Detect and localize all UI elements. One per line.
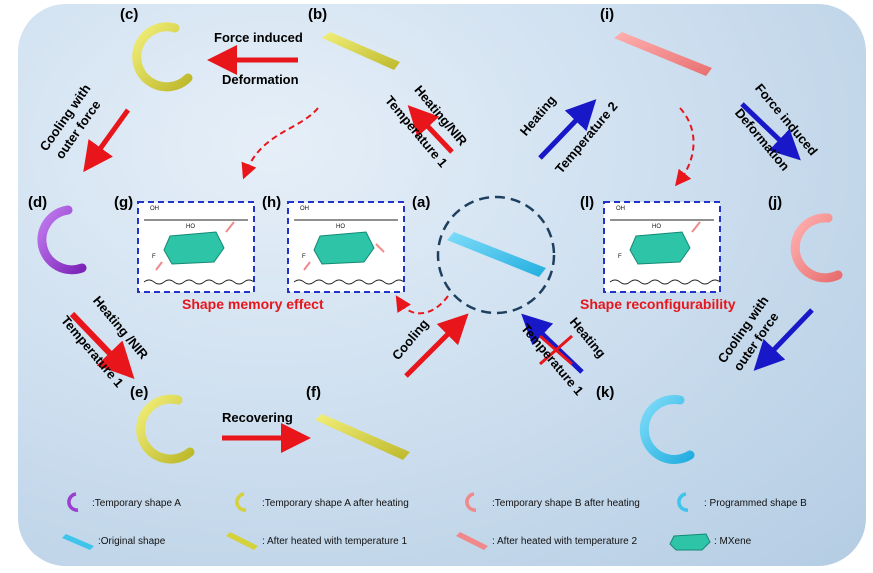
arrow-f-to-a bbox=[404, 313, 469, 378]
legend-original: :Original shape bbox=[98, 536, 166, 547]
legend-icon-mxene bbox=[669, 533, 711, 551]
dashed-arrow-b-to-g bbox=[241, 107, 319, 180]
legend-mxene: : MXene bbox=[714, 536, 752, 547]
legend-icon-prog-b bbox=[677, 492, 689, 512]
strip-pink-top bbox=[614, 32, 712, 76]
chem-f-g: F bbox=[152, 254, 156, 260]
arrow-d-to-e bbox=[69, 311, 135, 379]
dashed-arrow-a-to-h bbox=[395, 295, 449, 315]
label-b: (b) bbox=[308, 6, 328, 23]
text-force-induced: Force induced bbox=[214, 30, 303, 45]
chem-f-h: F bbox=[302, 254, 306, 260]
cross-mark-2 bbox=[539, 334, 573, 366]
arrow-i-to-j bbox=[740, 102, 801, 161]
label-e: (e) bbox=[130, 384, 149, 401]
legend-temp-a-heat: :Temporary shape A after heating bbox=[262, 498, 409, 509]
label-j: (j) bbox=[768, 194, 783, 211]
legend-icon-temp-a bbox=[67, 492, 79, 512]
label-l: (l) bbox=[580, 194, 595, 211]
structure-box-g bbox=[137, 201, 255, 293]
structure-box-h bbox=[287, 201, 405, 293]
legend-icon-heated-t1 bbox=[226, 532, 258, 550]
text-shape-reconfigurability: Shape reconfigurability bbox=[580, 296, 736, 312]
label-i: (i) bbox=[600, 6, 615, 23]
chem-oh-h: OH bbox=[300, 206, 309, 212]
legend-prog-b: : Programmed shape B bbox=[704, 498, 807, 509]
arrow-a-to-i bbox=[538, 99, 597, 160]
dashed-arrow-i-to-l bbox=[675, 107, 695, 187]
legend-icon-temp-b-heat bbox=[465, 492, 477, 512]
label-h: (h) bbox=[262, 194, 282, 211]
legend-temp-b-heat: :Temporary shape B after heating bbox=[492, 498, 640, 509]
legend-heated-t1: : After heated with temperature 1 bbox=[262, 536, 408, 547]
label-k: (k) bbox=[596, 384, 615, 401]
chem-ho-l: HO bbox=[652, 224, 661, 230]
c-shape-purple bbox=[37, 205, 87, 275]
chem-oh-l: OH bbox=[616, 206, 625, 212]
legend-icon-original bbox=[62, 534, 94, 550]
strip-yellow-top bbox=[322, 32, 400, 70]
label-d: (d) bbox=[28, 194, 48, 211]
arrow-j-to-k bbox=[753, 308, 814, 371]
chem-oh-g: OH bbox=[150, 206, 159, 212]
strip-yellow-bottom bbox=[315, 414, 410, 460]
label-a: (a) bbox=[412, 194, 431, 211]
text-deformation: Deformation bbox=[222, 72, 299, 87]
label-f: (f) bbox=[306, 384, 321, 401]
arrow-c-to-d bbox=[83, 108, 131, 173]
label-g: (g) bbox=[114, 194, 134, 211]
arrow-a-to-b bbox=[407, 105, 454, 154]
text-shape-memory-effect: Shape memory effect bbox=[182, 296, 324, 312]
legend-icon-temp-a-heat bbox=[235, 492, 247, 512]
legend-icon-heated-t2 bbox=[456, 532, 488, 550]
c-shape-yellow-bottom bbox=[136, 394, 195, 464]
c-shape-pink bbox=[790, 213, 843, 283]
chem-ho-h: HO bbox=[336, 224, 345, 230]
legend-heated-t2: : After heated with temperature 2 bbox=[492, 536, 638, 547]
label-c: (c) bbox=[120, 6, 139, 23]
strip-cyan-center bbox=[447, 232, 546, 277]
chem-f-l: F bbox=[618, 254, 622, 260]
structure-box-l bbox=[603, 201, 721, 293]
text-recovering: Recovering bbox=[222, 410, 293, 425]
c-shape-yellow-top bbox=[132, 22, 193, 92]
chem-ho-g: HO bbox=[186, 224, 195, 230]
center-dashed-circle bbox=[436, 195, 556, 315]
c-shape-cyan bbox=[639, 394, 695, 464]
legend-temp-a: :Temporary shape A bbox=[92, 498, 181, 509]
